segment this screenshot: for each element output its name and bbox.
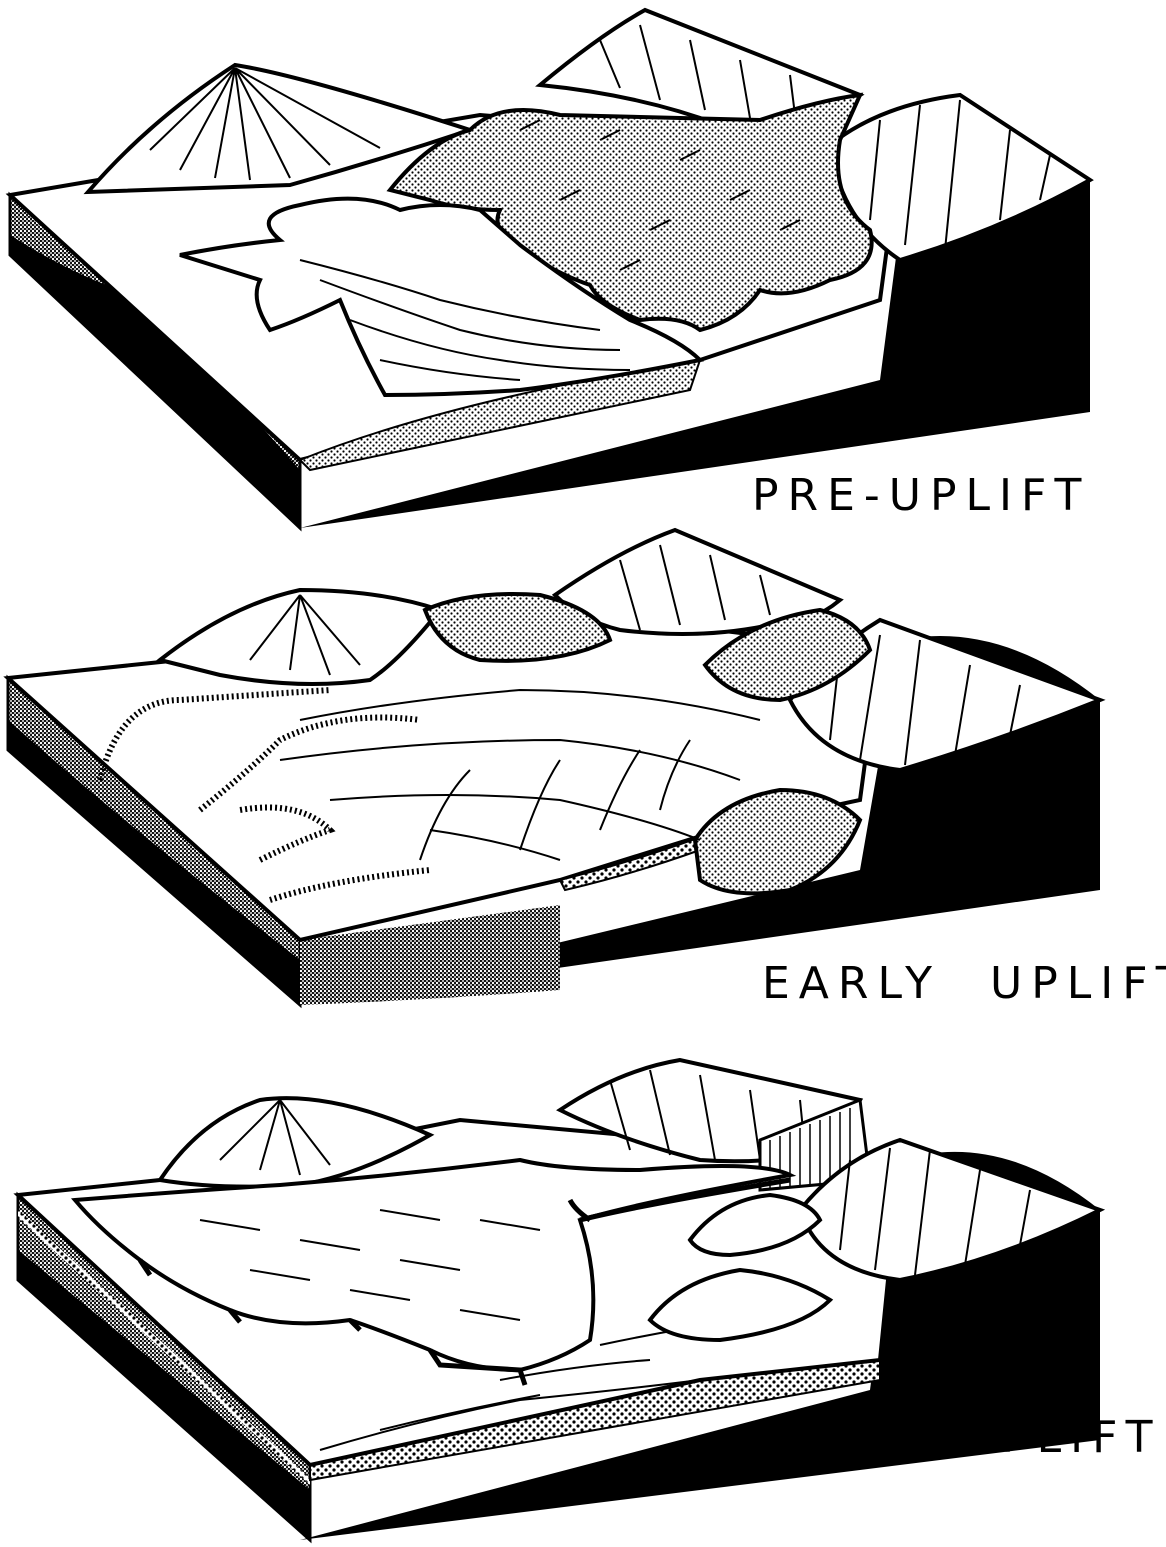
stage-caption-early-uplift: EARLY UPLIFT [762,958,1166,1009]
block-early-uplift [8,530,1100,1005]
stage-caption-pre-uplift: PRE-UPLIFT [752,470,1090,521]
block-late-uplift [18,1060,1100,1540]
stage-caption-late-uplift: LATE UPLIFT [768,1412,1162,1463]
block-pre-uplift [10,10,1090,528]
